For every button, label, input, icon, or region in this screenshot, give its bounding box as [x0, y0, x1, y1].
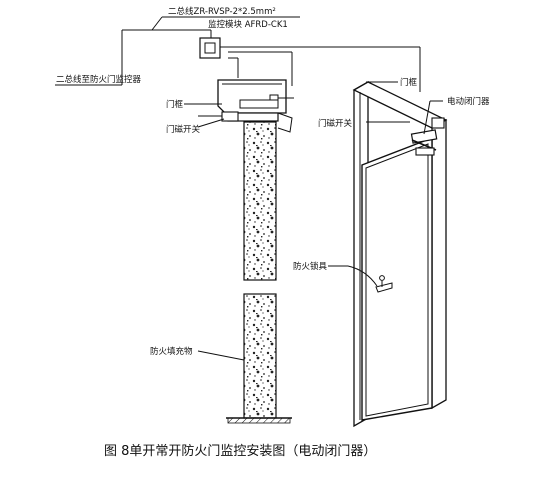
wall-lower [243, 293, 277, 419]
door-leaf [361, 136, 433, 421]
bus-cable-label: 二总线ZR-RVSP-2*2.5mm² [168, 6, 276, 17]
electric-closer-label: 电动闭门器 [447, 96, 490, 107]
module-label: 监控模块 AFRD-CK1 [208, 19, 288, 30]
fire-lock [375, 275, 393, 293]
wiring [55, 16, 421, 92]
figure-caption: 图 8单开常开防火门监控安装图（电动闭门器） [104, 443, 376, 459]
bus-controller-label: 二总线至防火门监控器 [56, 74, 142, 85]
fire-filler-label: 防火填充物 [150, 346, 193, 357]
fire-lock-label: 防火锁具 [293, 261, 328, 272]
magnetic-switch-left [198, 111, 239, 122]
door-frame-left-label: 门框 [166, 99, 184, 110]
wall-upper [243, 121, 277, 281]
leader-lines [184, 81, 443, 361]
electric-door-closer [410, 117, 445, 156]
floor-hatch [226, 417, 292, 424]
magnetic-switch-right-label: 门磁开关 [318, 118, 353, 129]
monitoring-module [199, 37, 221, 59]
magnetic-switch-left-label: 门磁开关 [166, 124, 201, 135]
door-frame-right-label: 门框 [400, 77, 418, 88]
